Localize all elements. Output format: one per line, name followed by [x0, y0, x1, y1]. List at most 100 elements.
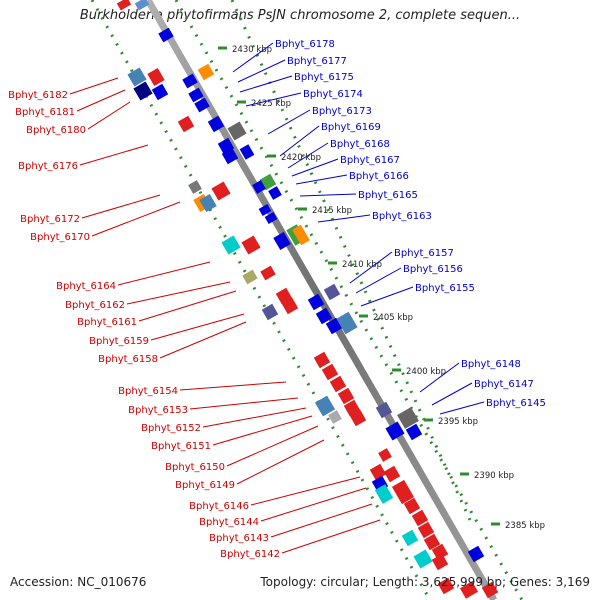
left-gene-leader	[189, 397, 299, 410]
left-gene-label: Bphyt_6159	[89, 336, 149, 347]
left-gene-leader	[202, 407, 307, 428]
gene-feature	[116, 0, 132, 11]
gene-feature	[437, 577, 455, 595]
right-gene-label: Bphyt_6155	[415, 283, 475, 294]
gene-feature	[378, 448, 392, 462]
right-gene-leader	[299, 193, 357, 197]
gene-feature	[423, 533, 441, 551]
right-gene-leader	[439, 401, 485, 415]
left-gene-label: Bphyt_6151	[151, 441, 211, 452]
right-gene-leader	[245, 92, 302, 107]
gene-feature	[343, 399, 361, 417]
gene-feature	[194, 97, 210, 113]
kbp-tick-label: 2385 kbp	[505, 521, 545, 531]
gene-feature	[268, 186, 282, 200]
gene-feature	[403, 497, 421, 515]
left-gene-leader	[138, 290, 237, 322]
gene-feature	[261, 303, 279, 321]
gene-feature	[323, 283, 341, 301]
left-gene-label: Bphyt_6150	[165, 462, 225, 473]
kbp-tick-label: 2410 kbp	[342, 260, 382, 270]
left-gene-leader	[91, 201, 181, 237]
gene-feature	[374, 484, 394, 504]
left-gene-label: Bphyt_6152	[141, 423, 201, 434]
gene-feature	[207, 115, 225, 133]
right-gene-leader	[232, 42, 274, 73]
kbp-tick-label: 2420 kbp	[281, 153, 321, 163]
gene-feature	[260, 265, 276, 281]
gene-feature	[314, 395, 336, 417]
kbp-tick-label: 2430 kbp	[232, 45, 272, 55]
gene-feature	[417, 521, 435, 539]
gene-feature	[325, 317, 343, 335]
kbp-tick-label: 2405 kbp	[373, 313, 413, 323]
left-gene-label: Bphyt_6146	[189, 501, 249, 512]
left-gene-label: Bphyt_6161	[77, 317, 137, 328]
gene-feature	[252, 180, 266, 194]
gene-feature	[242, 269, 258, 285]
gene-feature	[177, 115, 195, 133]
right-gene-label: Bphyt_6145	[486, 398, 546, 409]
gene-feature	[337, 387, 355, 405]
left-gene-label: Bphyt_6164	[56, 281, 116, 292]
gene-feature	[221, 147, 239, 165]
gene-feature	[182, 73, 198, 89]
right-gene-label: Bphyt_6174	[303, 89, 363, 100]
gene-feature	[349, 409, 367, 427]
gene-feature	[369, 463, 387, 481]
right-gene-leader	[295, 174, 348, 185]
left-gene-label: Bphyt_6142	[220, 549, 280, 560]
gene-feature	[321, 363, 339, 381]
left-gene-leader	[150, 313, 245, 341]
left-gene-leader	[69, 77, 119, 95]
left-gene-label: Bphyt_6143	[209, 533, 269, 544]
gene-feature	[385, 421, 405, 441]
left-gene-label: Bphyt_6182	[8, 90, 68, 101]
right-gene-label: Bphyt_6148	[461, 359, 521, 370]
right-gene-label: Bphyt_6165	[358, 190, 418, 201]
topology-summary: Topology: circular; Length: 3,625,999 bp…	[260, 575, 590, 589]
right-gene-label: Bphyt_6177	[287, 56, 347, 67]
gene-feature	[336, 311, 358, 335]
gene-feature	[188, 87, 204, 103]
right-gene-leader	[317, 214, 371, 223]
left-gene-leader	[76, 89, 126, 112]
gene-feature	[481, 581, 499, 599]
kbp-tick-label: 2390 kbp	[474, 471, 514, 481]
map-title: Burkholderia phytofirmans PsJN chromosom…	[79, 8, 521, 23]
left-gene-leader	[117, 261, 211, 286]
left-gene-label: Bphyt_6180	[26, 125, 86, 136]
gene-feature	[227, 121, 247, 141]
right-gene-leader	[360, 286, 414, 307]
gene-feature	[431, 543, 449, 561]
gene-feature	[151, 83, 169, 101]
left-gene-label: Bphyt_6176	[18, 161, 78, 172]
right-gene-leader	[355, 267, 402, 294]
gene-feature	[275, 287, 293, 305]
kbp-tick-label: 2425 kbp	[251, 99, 291, 109]
gene-feature	[147, 67, 165, 87]
right-gene-leader	[267, 109, 311, 135]
right-gene-label: Bphyt_6173	[312, 106, 372, 117]
right-gene-label: Bphyt_6175	[294, 72, 354, 83]
gene-feature	[241, 235, 261, 255]
left-gene-label: Bphyt_6172	[20, 214, 80, 225]
left-gene-leader	[87, 101, 131, 130]
left-gene-leader	[81, 194, 161, 219]
gene-feature	[211, 181, 231, 201]
gene-feature	[127, 67, 147, 87]
right-gene-label: Bphyt_6178	[275, 39, 335, 50]
left-gene-leader	[159, 321, 247, 359]
gene-feature	[383, 465, 401, 483]
right-gene-label: Bphyt_6157	[394, 248, 454, 259]
gene-feature	[391, 479, 415, 505]
gene-feature	[329, 375, 347, 393]
left-gene-leader	[250, 476, 361, 506]
gene-feature	[188, 180, 202, 194]
left-gene-label: Bphyt_6144	[199, 517, 259, 528]
left-gene-leader	[126, 281, 231, 305]
gene-feature	[315, 307, 333, 325]
gene-feature	[221, 235, 241, 255]
accession-text: Accession: NC_010676	[10, 575, 147, 589]
right-gene-leader	[287, 142, 329, 169]
